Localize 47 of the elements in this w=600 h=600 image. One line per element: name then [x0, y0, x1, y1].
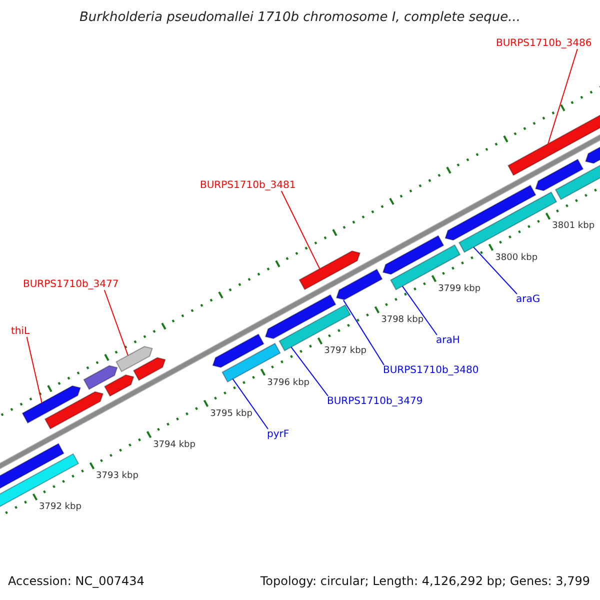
gene-feature [83, 365, 118, 390]
gene-feature [212, 334, 264, 368]
accession-text: Accession: NC_007434 [8, 574, 144, 588]
scale-label: 3799 kbp [438, 284, 481, 294]
title: Burkholderia pseudomallei 1710b chromosome I, complete seque... [78, 10, 522, 25]
gene-label: thiL [11, 326, 30, 337]
scale-label: 3795 kbp [210, 408, 252, 419]
leader-line [402, 286, 438, 336]
scale-label: 3800 kbp [495, 252, 538, 263]
leader-line [473, 246, 518, 294]
scale-label: 3794 kbp [153, 440, 196, 450]
scale-label: 3798 kbp [381, 315, 424, 326]
gene-feature [264, 294, 336, 340]
gene-label: BURPS1710b_3477 [23, 279, 119, 290]
gene-label: araG [516, 294, 540, 305]
leader-line [342, 300, 384, 366]
gene-feature [0, 443, 64, 490]
leader-line [26, 336, 42, 404]
gene-feature [390, 244, 461, 290]
gene-feature [298, 250, 361, 290]
gene-feature [132, 357, 166, 381]
gene-label: araH [436, 335, 460, 346]
gene-feature [444, 184, 536, 241]
gene-feature [22, 385, 81, 424]
scale-label: 3801 kbp [552, 221, 595, 232]
gene-label: BURPS1710b_3480 [383, 365, 479, 376]
scale-label: 3792 kbp [39, 502, 82, 512]
scale-label: 3797 kbp [324, 346, 367, 356]
scale-label: 3796 kbp [267, 378, 310, 388]
gene-feature [44, 391, 104, 430]
gene-label: pyrF [267, 429, 290, 440]
genome-info-text: Topology: circular; Length: 4,126,292 bp; Genes: 3,799 [260, 574, 590, 588]
leader-line [290, 346, 328, 396]
leader-line [232, 378, 268, 430]
gene-feature [116, 346, 153, 372]
gene-feature [535, 158, 584, 192]
gene-label: BURPS1710b_3481 [200, 180, 296, 191]
leader-line [280, 190, 320, 270]
leader-line [548, 48, 578, 144]
gene-feature [336, 268, 383, 300]
gene-feature [382, 235, 444, 275]
leader-line [104, 290, 128, 356]
scale-label: 3793 kbp [96, 471, 138, 482]
gene-feature [278, 304, 352, 352]
gene-label: BURPS1710b_3479 [327, 396, 423, 407]
gene-feature [104, 374, 134, 397]
gene-label: BURPS1710b_3486 [496, 38, 592, 49]
